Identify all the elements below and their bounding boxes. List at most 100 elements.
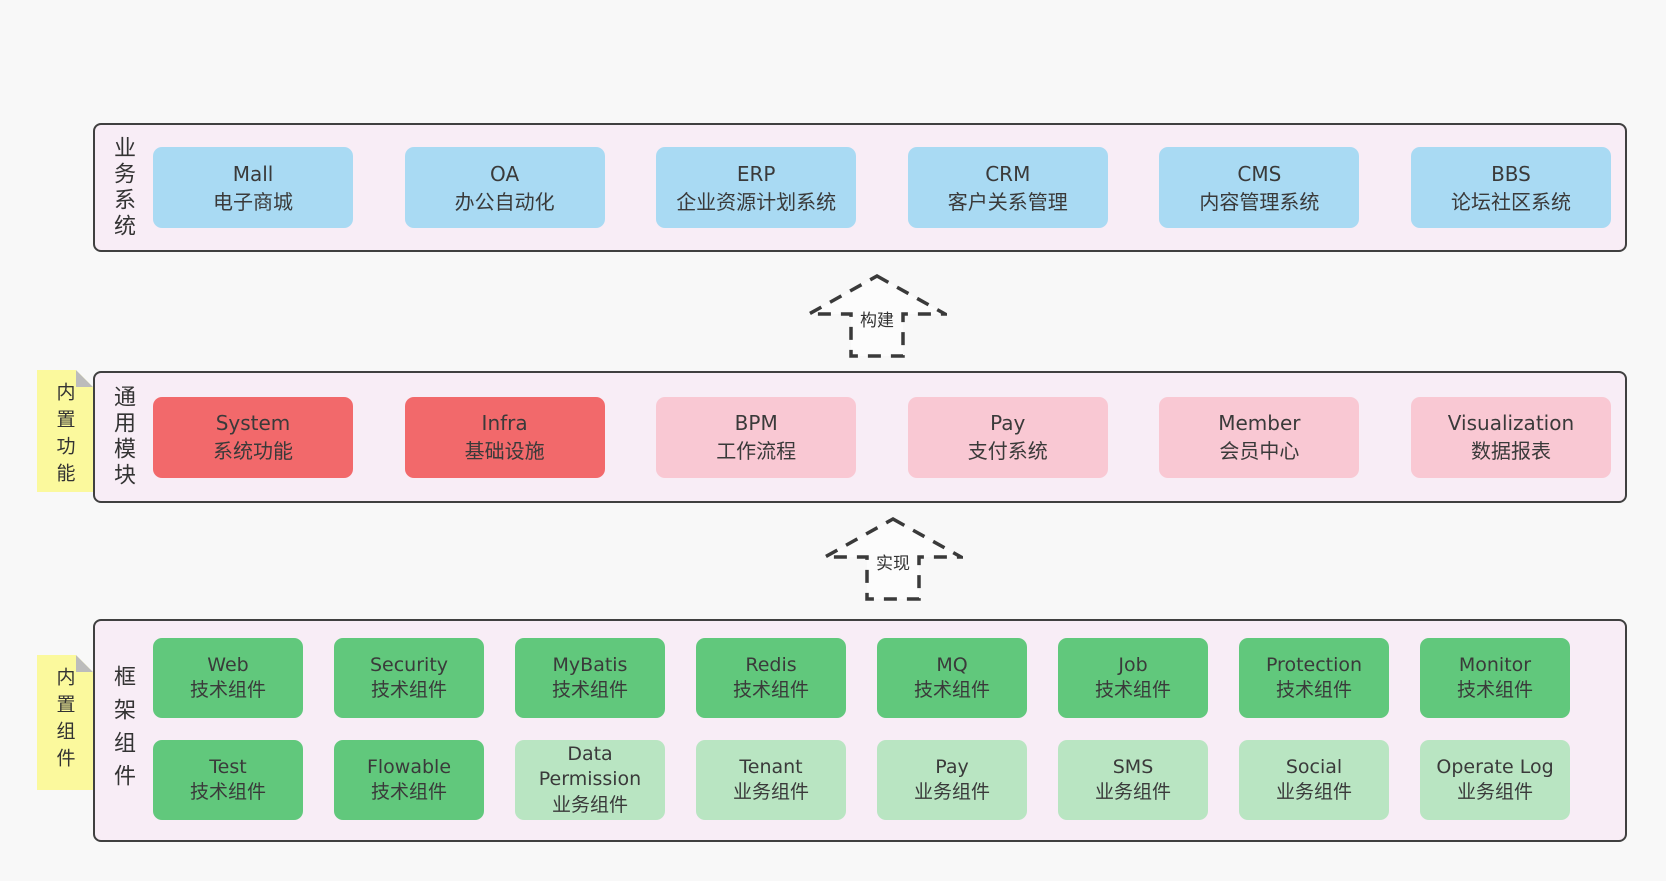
band-framework-components: 框架组件 Web 技术组件 Security 技术组件 MyBatis 技术组件… bbox=[93, 619, 1627, 842]
box-infra: Infra 基础设施 bbox=[404, 396, 605, 478]
box-subtitle: 会员中心 bbox=[1219, 439, 1300, 463]
box-subtitle: 业务组件 bbox=[551, 793, 628, 816]
sticky-note-built-in-components: 内置组件 bbox=[37, 655, 93, 790]
box-subtitle: 技术组件 bbox=[913, 679, 990, 701]
box-name: Mall bbox=[232, 161, 274, 186]
box-name: BBS bbox=[1491, 161, 1531, 186]
box-name: Security bbox=[369, 653, 449, 676]
box-erp: ERP 企业资源计划系统 bbox=[656, 147, 857, 228]
box-mq: MQ 技术组件 bbox=[877, 638, 1027, 718]
box-subtitle: 论坛社区系统 bbox=[1450, 189, 1571, 214]
box-crm: CRM 客户关系管理 bbox=[907, 147, 1108, 228]
box-name: MyBatis bbox=[552, 653, 628, 676]
box-bbs: BBS 论坛社区系统 bbox=[1410, 147, 1611, 228]
box-subtitle: 技术组件 bbox=[1094, 679, 1171, 701]
box-name: OA bbox=[490, 161, 520, 186]
box-subtitle: 技术组件 bbox=[1456, 679, 1533, 701]
box-subtitle: 业务组件 bbox=[1094, 781, 1171, 803]
box-name: Member bbox=[1218, 411, 1301, 435]
box-subtitle: 技术组件 bbox=[732, 679, 809, 701]
band3-rows: Web 技术组件 Security 技术组件 MyBatis 技术组件 Redi… bbox=[153, 638, 1570, 820]
box-subtitle: 业务组件 bbox=[913, 781, 990, 803]
build-arrow-label: 构建 bbox=[857, 310, 897, 333]
band1-boxes: Mall 电子商城 OA 办公自动化 ERP 企业资源计划系统 CRM 客户关系… bbox=[153, 125, 1611, 250]
band3-row-2: Test 技术组件 Flowable 技术组件 Data Permission … bbox=[153, 740, 1570, 820]
box-subtitle: 技术组件 bbox=[189, 781, 266, 803]
box-name: SMS bbox=[1112, 755, 1154, 778]
box-tenant: Tenant 业务组件 bbox=[696, 740, 846, 820]
implement-arrow: 实现 bbox=[823, 517, 963, 601]
band-business-systems: 业务系统 Mall 电子商城 OA 办公自动化 ERP 企业资源计划系统 CRM… bbox=[93, 123, 1627, 252]
box-subtitle: 业务组件 bbox=[732, 781, 809, 803]
sticky-note-built-in-features: 内置功能 bbox=[37, 370, 93, 492]
box-subtitle: 数据报表 bbox=[1470, 439, 1551, 463]
box-pay-business: Pay 业务组件 bbox=[877, 740, 1027, 820]
box-subtitle: 业务组件 bbox=[1456, 781, 1533, 803]
box-subtitle: 技术组件 bbox=[370, 781, 447, 803]
box-sms: SMS 业务组件 bbox=[1058, 740, 1208, 820]
box-name: BPM bbox=[734, 411, 778, 435]
band3-row-1: Web 技术组件 Security 技术组件 MyBatis 技术组件 Redi… bbox=[153, 638, 1570, 718]
box-name: Redis bbox=[745, 653, 797, 676]
box-subtitle: 工作流程 bbox=[716, 439, 797, 463]
box-name: Social bbox=[1285, 755, 1343, 778]
box-name: Flowable bbox=[366, 755, 452, 778]
box-name: Operate Log bbox=[1436, 755, 1554, 778]
box-job: Job 技术组件 bbox=[1058, 638, 1208, 718]
box-data-permission: Data Permission 业务组件 bbox=[515, 740, 665, 820]
box-name: CMS bbox=[1237, 161, 1282, 186]
sticky-fold-icon bbox=[76, 370, 93, 387]
box-subtitle: 系统功能 bbox=[213, 439, 293, 463]
box-oa: OA 办公自动化 bbox=[404, 147, 605, 228]
band-label-framework-components: 框架组件 bbox=[110, 664, 135, 797]
box-name: Protection bbox=[1265, 653, 1363, 676]
box-member: Member 会员中心 bbox=[1159, 396, 1360, 478]
band-label-common-modules: 通用模块 bbox=[110, 385, 135, 489]
box-subtitle: 客户关系管理 bbox=[947, 189, 1068, 214]
band-common-modules: 通用模块 System 系统功能 Infra 基础设施 BPM 工作流程 Pay… bbox=[93, 371, 1627, 503]
box-subtitle: 支付系统 bbox=[967, 439, 1048, 463]
box-subtitle: 技术组件 bbox=[189, 679, 266, 701]
box-mybatis: MyBatis 技术组件 bbox=[515, 638, 665, 718]
sticky-note-label: 内置组件 bbox=[53, 667, 76, 775]
box-security: Security 技术组件 bbox=[334, 638, 484, 718]
box-cms: CMS 内容管理系统 bbox=[1159, 147, 1360, 228]
box-operate-log: Operate Log 业务组件 bbox=[1420, 740, 1570, 820]
box-subtitle: 业务组件 bbox=[1275, 781, 1352, 803]
box-flowable: Flowable 技术组件 bbox=[334, 740, 484, 820]
box-monitor: Monitor 技术组件 bbox=[1420, 638, 1570, 718]
band-label-business-systems: 业务系统 bbox=[110, 135, 135, 240]
build-arrow: 构建 bbox=[807, 274, 947, 358]
box-name: Test bbox=[209, 755, 247, 778]
box-visualization: Visualization 数据报表 bbox=[1410, 396, 1611, 478]
sticky-fold-icon bbox=[76, 655, 93, 672]
box-name: CRM bbox=[985, 161, 1031, 186]
box-web: Web 技术组件 bbox=[153, 638, 303, 718]
box-bpm: BPM 工作流程 bbox=[656, 396, 857, 478]
box-test: Test 技术组件 bbox=[153, 740, 303, 820]
box-system: System 系统功能 bbox=[153, 396, 353, 478]
box-name: Monitor bbox=[1458, 653, 1532, 676]
box-name: Web bbox=[207, 653, 249, 676]
box-subtitle: 技术组件 bbox=[1275, 679, 1352, 701]
box-social: Social 业务组件 bbox=[1239, 740, 1389, 820]
box-protection: Protection 技术组件 bbox=[1239, 638, 1389, 718]
box-name: Data Permission bbox=[538, 743, 642, 791]
box-subtitle: 技术组件 bbox=[370, 679, 447, 701]
implement-arrow-label: 实现 bbox=[873, 553, 913, 576]
box-name: MQ bbox=[936, 653, 968, 676]
box-name: Tenant bbox=[739, 755, 803, 778]
box-subtitle: 基础设施 bbox=[464, 439, 545, 463]
box-pay: Pay 支付系统 bbox=[907, 396, 1108, 478]
box-name: Infra bbox=[481, 411, 528, 435]
box-mall: Mall 电子商城 bbox=[153, 147, 353, 228]
box-subtitle: 办公自动化 bbox=[454, 189, 555, 214]
box-name: Job bbox=[1118, 653, 1148, 676]
box-subtitle: 技术组件 bbox=[551, 679, 628, 701]
box-subtitle: 企业资源计划系统 bbox=[676, 189, 837, 214]
box-name: System bbox=[215, 411, 291, 435]
box-redis: Redis 技术组件 bbox=[696, 638, 846, 718]
box-name: ERP bbox=[736, 161, 776, 186]
box-name: Pay bbox=[990, 411, 1026, 435]
